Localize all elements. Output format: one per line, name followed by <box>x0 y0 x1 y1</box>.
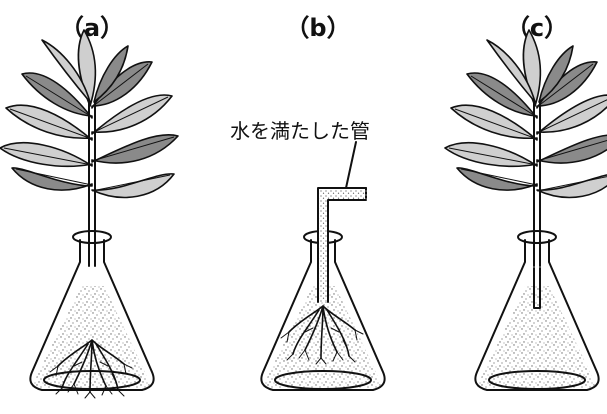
flask-a <box>30 231 153 390</box>
flask-c <box>475 231 598 390</box>
panel-label-a: （a） <box>60 14 124 42</box>
panel-label-c: （c） <box>506 14 568 42</box>
water-a <box>34 286 150 389</box>
panel-c <box>445 30 607 390</box>
panel-b: 水を満たした管 <box>230 119 385 390</box>
annotation-leader <box>346 142 356 188</box>
water-tube <box>318 188 366 302</box>
shoot-c <box>445 30 607 266</box>
tube-annotation: 水を満たした管 <box>230 119 370 143</box>
panel-a <box>0 30 178 398</box>
panel-label-b: （b） <box>285 14 350 42</box>
shoot-a <box>0 30 178 266</box>
water-c <box>479 286 595 389</box>
